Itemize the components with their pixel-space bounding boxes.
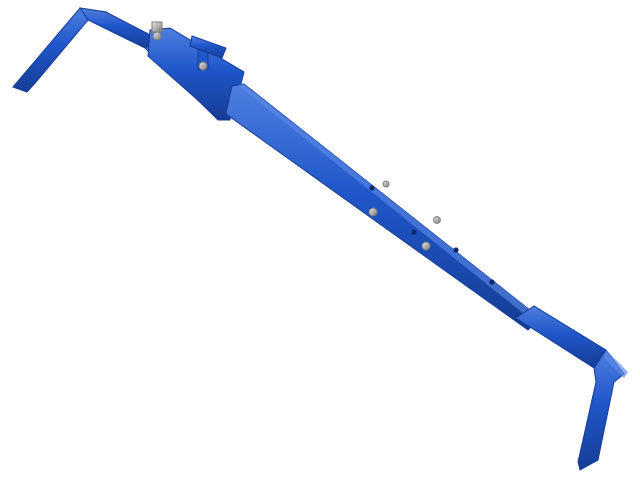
right-sleeve	[515, 305, 607, 369]
t-handle-clamp	[189, 35, 227, 71]
adjustment-holes	[368, 180, 495, 285]
inner-tube	[225, 83, 541, 331]
sleeve-bolt	[151, 21, 163, 41]
